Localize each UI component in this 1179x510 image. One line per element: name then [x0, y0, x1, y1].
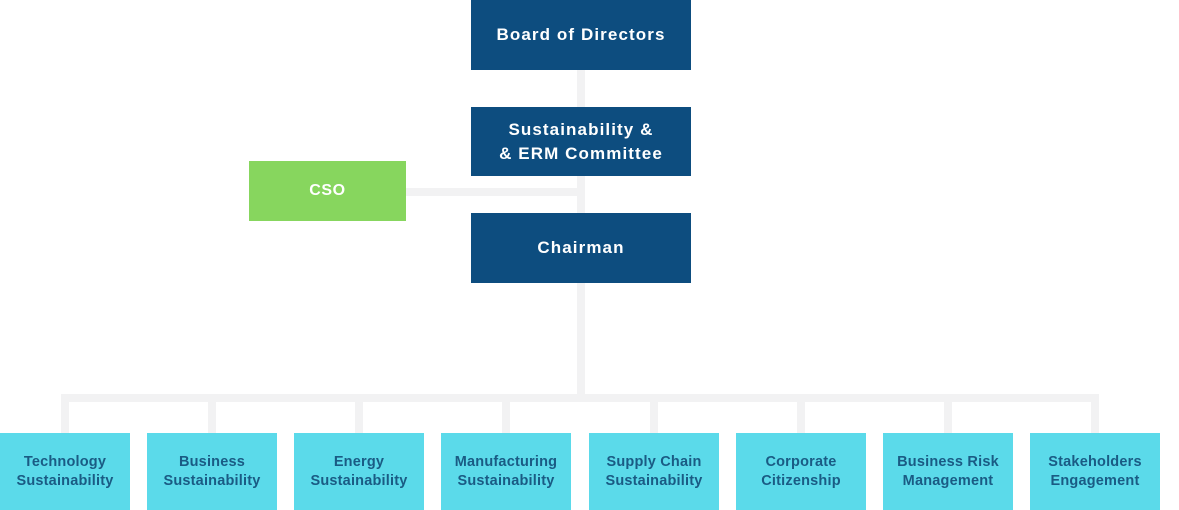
node-dept-corporate-citizenship: Corporate Citizenship: [736, 433, 866, 510]
node-dept-supply-chain-sustainability: Supply Chain Sustainability: [589, 433, 719, 510]
node-dept-business-risk-management: Business Risk Management: [883, 433, 1013, 510]
node-label: CSO: [309, 182, 346, 199]
node-label-line2: Management: [902, 472, 994, 489]
node-dept-business-sustainability: Business Sustainability: [147, 433, 277, 510]
node-label-line2: Sustainability: [163, 472, 261, 489]
node-label-line1: Manufacturing: [454, 453, 558, 470]
connector-board-to-committee: [577, 70, 585, 107]
node-label-line2: Sustainability: [457, 472, 555, 489]
node-chairman: Chairman: [471, 213, 691, 283]
node-label-line1: Supply Chain: [606, 453, 702, 470]
node-dept-technology-sustainability: Technology Sustainability: [0, 433, 130, 510]
node-cso: CSO: [249, 161, 406, 221]
node-label-line1: Sustainability &: [508, 119, 654, 139]
node-dept-manufacturing-sustainability: Manufacturing Sustainability: [441, 433, 571, 510]
node-dept-energy-sustainability: Energy Sustainability: [294, 433, 424, 510]
node-label-line2: & ERM Committee: [499, 143, 663, 163]
node-label-line1: Business: [178, 453, 246, 470]
node-label-line1: Corporate: [765, 453, 837, 470]
node-label-line2: Citizenship: [761, 472, 841, 489]
connector-drop-3: [355, 394, 363, 433]
node-label-line2: Sustainability: [605, 472, 703, 489]
connector-drop-2: [208, 394, 216, 433]
node-label: Chairman: [537, 238, 625, 257]
connector-drop-1: [61, 394, 69, 433]
node-label-line2: Sustainability: [16, 472, 114, 489]
node-label-line1: Energy: [333, 453, 385, 470]
connector-drop-7: [944, 394, 952, 433]
node-sustainability-erm-committee: Sustainability & & ERM Committee: [471, 107, 691, 176]
node-label-line2: Engagement: [1050, 472, 1140, 489]
connector-drop-8: [1091, 394, 1099, 433]
node-label-line1: Technology: [23, 453, 107, 470]
node-label-line1: Stakeholders: [1048, 453, 1142, 470]
node-board-of-directors: Board of Directors: [471, 0, 691, 70]
connector-committee-to-chairman: [577, 176, 585, 213]
node-label-line1: Business Risk: [897, 453, 999, 470]
node-dept-stakeholders-engagement: Stakeholders Engagement: [1030, 433, 1160, 510]
connector-distributor-bar: [61, 394, 1099, 402]
node-label-line2: Sustainability: [310, 472, 408, 489]
node-label: Board of Directors: [496, 25, 666, 44]
connector-drop-6: [797, 394, 805, 433]
connector-drop-4: [502, 394, 510, 433]
connector-chairman-trunk: [577, 283, 585, 394]
connector-drop-5: [650, 394, 658, 433]
connector-cso-branch: [406, 188, 581, 196]
